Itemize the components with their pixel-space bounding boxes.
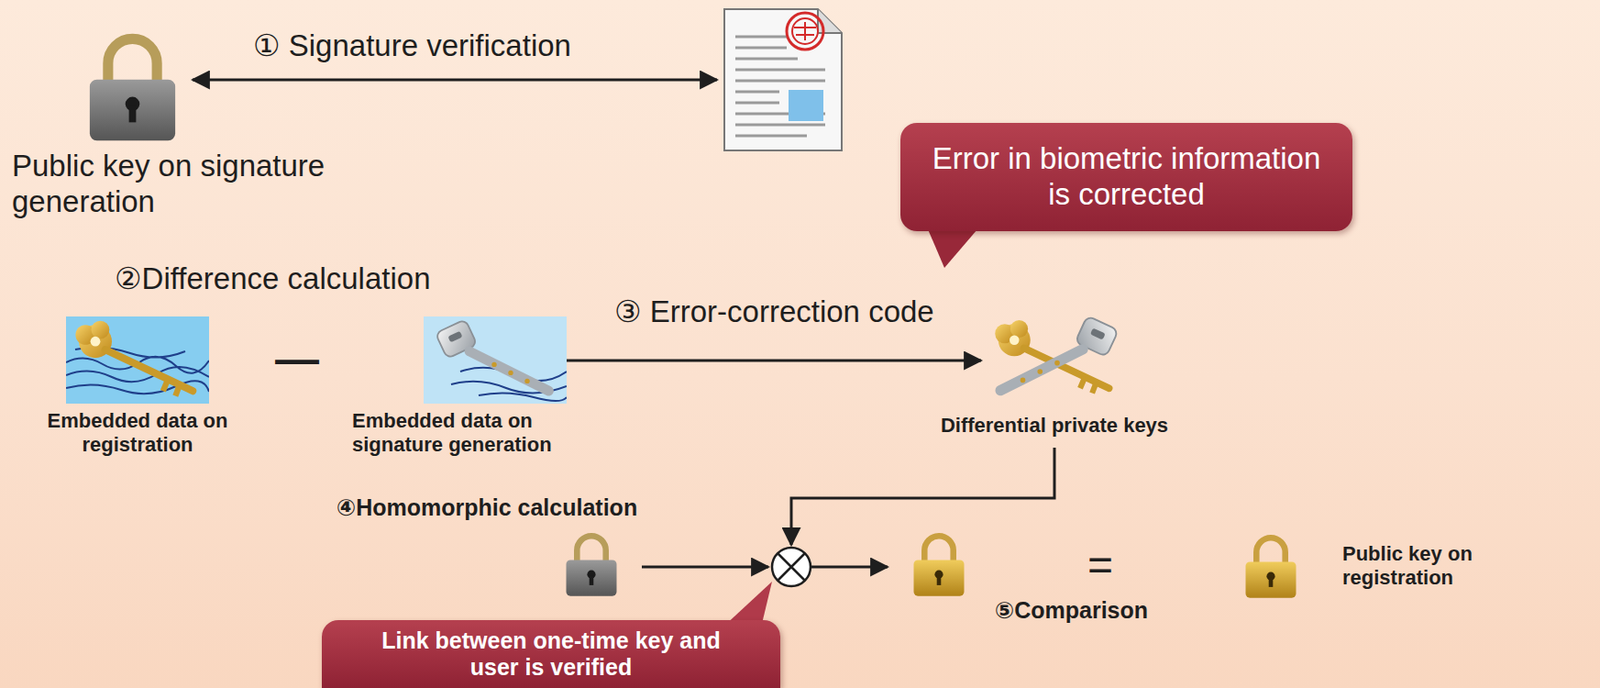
- step-label: ⑤Comparison: [994, 596, 1148, 624]
- operator-symbol: —: [275, 333, 320, 385]
- operator-symbol: =: [1087, 539, 1114, 590]
- key-icon: [982, 306, 1126, 409]
- flow-arrow: [566, 359, 982, 363]
- key-icon: [81, 30, 184, 144]
- node-label: Differential private keys: [861, 413, 1247, 438]
- step-label: ②Difference calculation: [114, 260, 431, 297]
- node-label: Embedded data on registration: [36, 408, 239, 457]
- callout-text: Link between one-time key and user is ve…: [358, 627, 744, 682]
- callout-box: Error in biometric information is correc…: [900, 122, 1353, 232]
- callout-text: Error in biometric information is correc…: [922, 141, 1331, 213]
- step-label: ④Homomorphic calculation: [336, 494, 638, 521]
- icon-node: Embedded data on signature generation: [352, 316, 628, 457]
- node-label: Embedded data on signature generation: [352, 408, 628, 457]
- icon-node: Public key on registration: [1224, 532, 1592, 599]
- key-icon: [1224, 532, 1317, 599]
- node-label: Public key on registration: [1342, 541, 1581, 590]
- icon-node: Embedded data on registration: [36, 316, 239, 457]
- callout-box: Link between one-time key and user is ve…: [321, 619, 781, 688]
- document-icon: [724, 9, 842, 151]
- step-label: ③ Error-correction code: [614, 293, 935, 330]
- step-label: ① Signature verification: [253, 27, 572, 64]
- key-icon: [66, 316, 210, 404]
- key-icon: [423, 316, 567, 404]
- node-label: Public key on signature generation: [11, 148, 354, 221]
